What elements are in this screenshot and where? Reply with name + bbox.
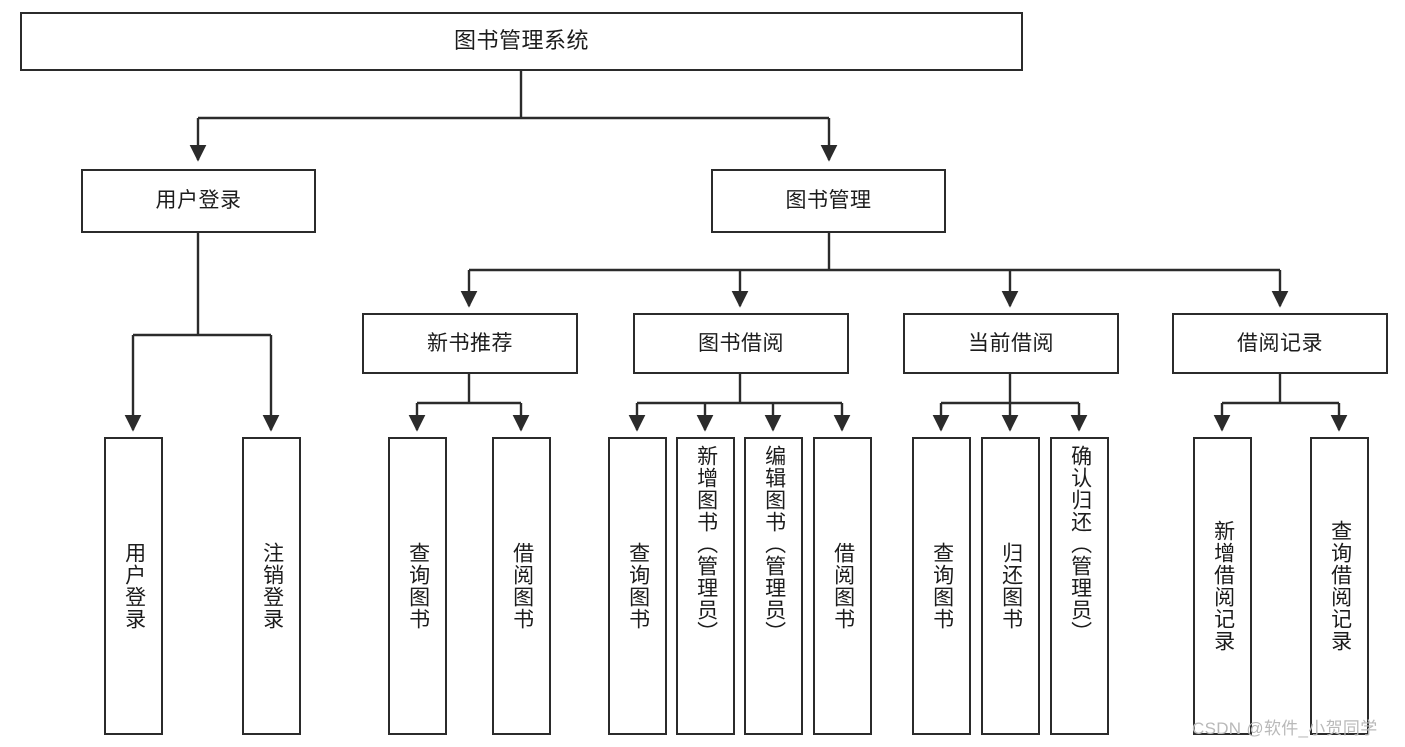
node-label: 图书管理 (785, 189, 872, 213)
node-label: 新增图书（管理员） (694, 445, 718, 643)
leaf-add-borrow-record[interactable]: 新增借阅记录 (1193, 437, 1252, 735)
node-label: 注销登录 (260, 542, 284, 630)
node-root-system[interactable]: 图书管理系统 (20, 12, 1023, 71)
node-borrow-record[interactable]: 借阅记录 (1172, 313, 1388, 374)
node-current-borrow[interactable]: 当前借阅 (903, 313, 1119, 374)
node-label: 图书借阅 (698, 331, 784, 355)
node-label: 用户登录 (155, 189, 242, 213)
leaf-user-login[interactable]: 用户登录 (104, 437, 163, 735)
watermark-text: CSDN @软件_小贺同学 (1192, 719, 1378, 738)
node-label: 查询借阅记录 (1328, 520, 1352, 652)
node-label: 查询图书 (626, 542, 650, 630)
node-label: 新书推荐 (427, 331, 513, 355)
node-label: 查询图书 (930, 542, 954, 630)
node-label: 借阅图书 (831, 542, 855, 630)
node-label: 图书管理系统 (453, 28, 589, 54)
leaf-add-book-admin[interactable]: 新增图书（管理员） (676, 437, 735, 735)
node-book-management[interactable]: 图书管理 (711, 169, 946, 233)
leaf-borrow-book[interactable]: 借阅图书 (813, 437, 872, 735)
leaf-query-book-borrow[interactable]: 查询图书 (608, 437, 667, 735)
node-label: 借阅记录 (1237, 331, 1323, 355)
leaf-borrow-book-newbook[interactable]: 借阅图书 (492, 437, 551, 735)
node-label: 用户登录 (122, 542, 146, 630)
leaf-logout[interactable]: 注销登录 (242, 437, 301, 735)
node-book-borrow[interactable]: 图书借阅 (633, 313, 849, 374)
node-label: 借阅图书 (510, 542, 534, 630)
leaf-query-book-current[interactable]: 查询图书 (912, 437, 971, 735)
node-label: 查询图书 (406, 542, 430, 630)
node-user-login[interactable]: 用户登录 (81, 169, 316, 233)
node-label: 新增借阅记录 (1211, 520, 1235, 652)
leaf-return-book[interactable]: 归还图书 (981, 437, 1040, 735)
node-label: 确认归还（管理员） (1068, 445, 1092, 643)
leaf-confirm-return-admin[interactable]: 确认归还（管理员） (1050, 437, 1109, 735)
node-new-book-recommend[interactable]: 新书推荐 (362, 313, 578, 374)
node-label: 编辑图书（管理员） (762, 445, 786, 643)
node-label: 归还图书 (999, 542, 1023, 630)
leaf-edit-book-admin[interactable]: 编辑图书（管理员） (744, 437, 803, 735)
leaf-query-borrow-record[interactable]: 查询借阅记录 (1310, 437, 1369, 735)
node-label: 当前借阅 (968, 331, 1054, 355)
leaf-query-book-newbook[interactable]: 查询图书 (388, 437, 447, 735)
